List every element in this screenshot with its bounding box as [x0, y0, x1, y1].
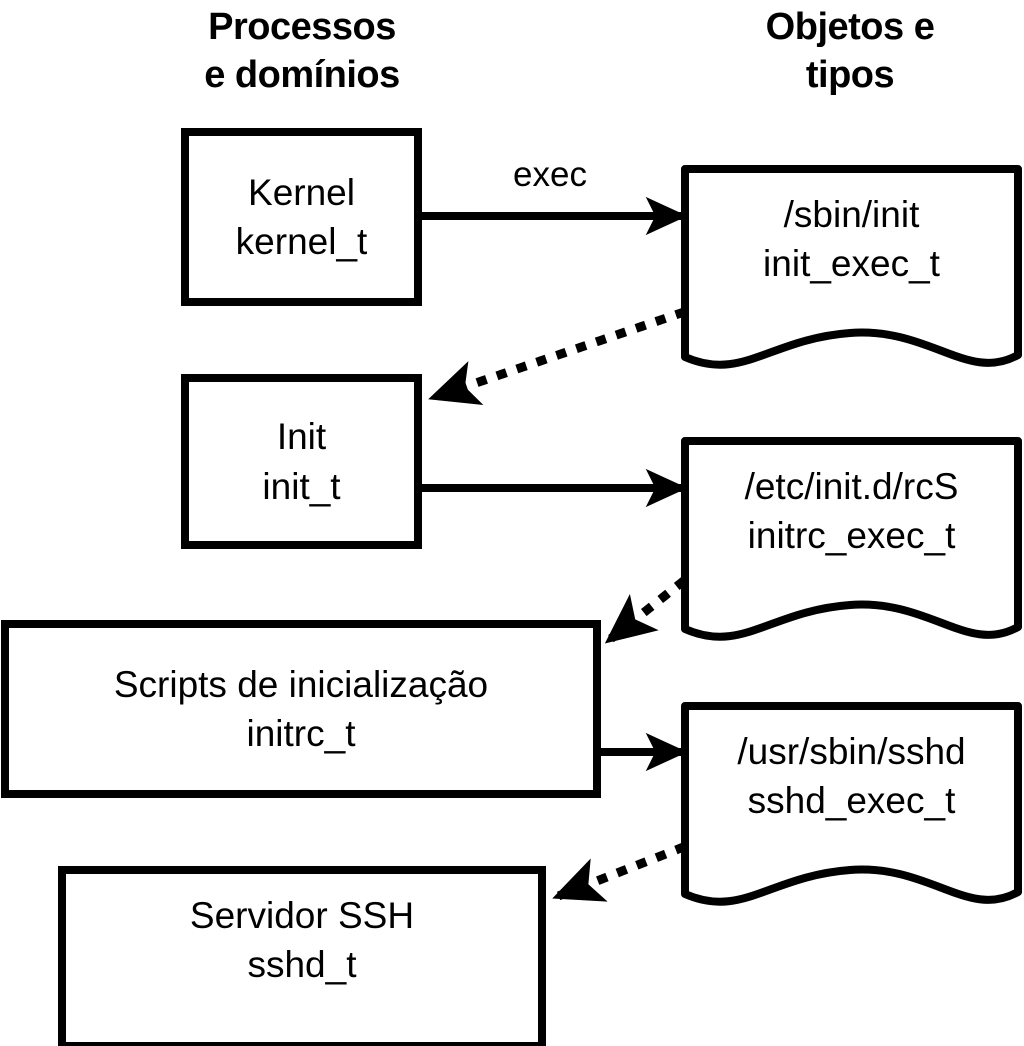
- column-header-objects: Objetos e tipos: [765, 6, 935, 96]
- process-box-kernel[interactable]: [181, 128, 422, 306]
- object-doc-init-exec[interactable]: [681, 165, 1022, 369]
- process-box-init[interactable]: [181, 374, 422, 549]
- object-doc-initrc-exec[interactable]: [681, 437, 1022, 641]
- edge-sshd-exec-to-sshd: [550, 842, 687, 903]
- object-doc-sshd-exec[interactable]: [681, 702, 1022, 906]
- column-header-processes: Processos e domínios: [204, 6, 400, 96]
- edge-label-exec: exec: [513, 155, 587, 194]
- edge-init-exec-to-init: [426, 307, 687, 405]
- process-box-initrc[interactable]: [1, 620, 601, 798]
- edge-initrc-exec-to-initrc: [601, 576, 688, 648]
- process-box-sshd[interactable]: [58, 866, 546, 1046]
